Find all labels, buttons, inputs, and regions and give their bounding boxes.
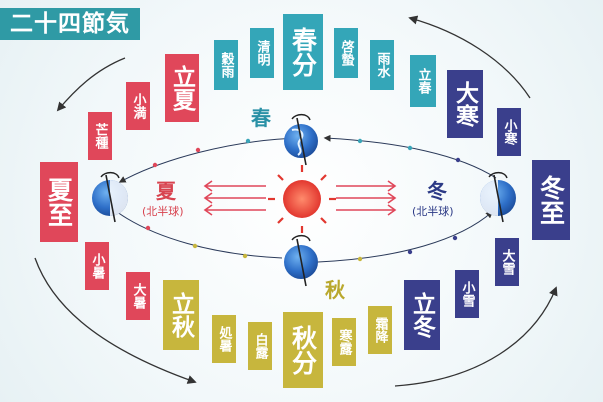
season-label-spring: 春	[251, 106, 271, 130]
term-shosho: 小暑	[85, 242, 109, 290]
term-shubun: 秋分	[283, 312, 323, 388]
term-usui: 雨水	[370, 40, 394, 90]
term-shosho2: 処暑	[212, 315, 236, 363]
term-taisetsu: 大雪	[495, 238, 519, 286]
summer-hemisphere-note: (北半球)	[142, 205, 184, 218]
term-daikan: 大寒	[447, 70, 483, 138]
earth-icon-winter	[480, 171, 516, 223]
term-keichitsu: 啓蟄	[334, 28, 358, 78]
earth-icon-spring	[284, 113, 318, 166]
summer-sun-rays	[203, 180, 266, 216]
term-hakuro: 白露	[248, 322, 272, 370]
outer-arrow-winter-spring	[408, 15, 531, 99]
term-kokuu: 穀雨	[214, 40, 238, 90]
term-geshi: 夏至	[40, 162, 78, 242]
term-soko: 霜降	[368, 306, 392, 354]
term-risshun: 立春	[410, 55, 436, 107]
season-label-autumn: 秋	[325, 278, 345, 302]
season-label-winter: 冬	[427, 179, 447, 203]
term-rikka: 立夏	[165, 54, 199, 122]
term-risshu: 立秋	[163, 280, 199, 350]
winter-sun-rays	[336, 180, 397, 216]
term-shokan: 小寒	[497, 108, 521, 156]
term-boshu: 芒種	[88, 112, 112, 160]
winter-hemisphere-note: (北半球)	[412, 205, 454, 218]
earth-icon-summer	[92, 171, 128, 223]
page-title: 二十四節気	[0, 8, 140, 40]
outer-arrow-summer-autumn	[34, 257, 197, 384]
term-kanro: 寒露	[332, 318, 356, 366]
term-taisho: 大暑	[126, 272, 150, 320]
term-ritto: 立冬	[404, 280, 440, 350]
orbit-term-dots	[145, 138, 461, 262]
orbit-lower-left	[107, 204, 283, 259]
orbit-upper-left	[118, 137, 301, 183]
outer-arrow-autumn-winter	[394, 286, 558, 387]
term-seimei: 清明	[250, 28, 274, 78]
earth-icon-autumn	[284, 234, 318, 287]
season-label-summer: 夏	[156, 179, 176, 203]
outer-arrow-spring-summer	[56, 57, 126, 112]
term-toji: 冬至	[532, 160, 570, 240]
sun-icon	[268, 165, 336, 233]
orbit-lower-right	[317, 211, 494, 263]
term-shunbun: 春分	[283, 14, 323, 90]
term-shosetsu: 小雪	[455, 270, 479, 318]
orbit-upper-right	[323, 134, 497, 179]
term-shoman: 小満	[126, 82, 150, 130]
